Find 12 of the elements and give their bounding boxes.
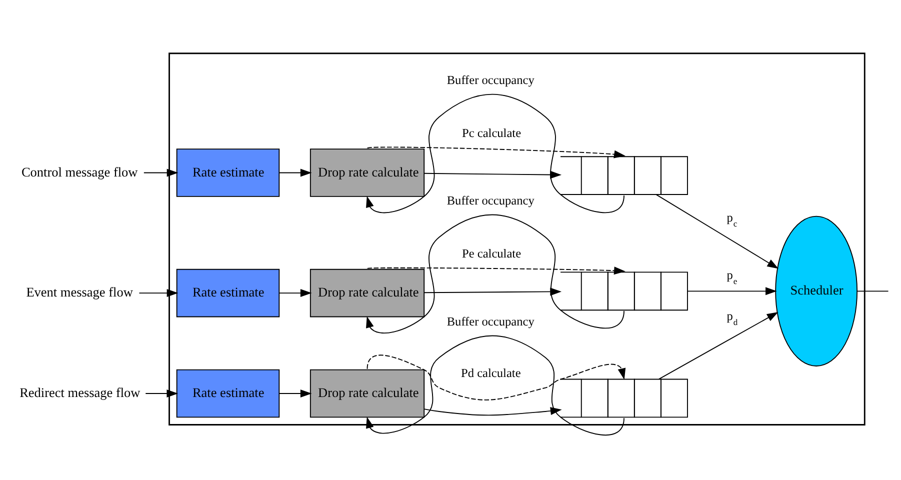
edge-label: Pc calculate — [462, 126, 522, 140]
edge-label: Pd calculate — [461, 365, 521, 380]
edge-label: p$_{e}$ — [726, 268, 738, 286]
edge-label: p$_{c}$ — [726, 210, 738, 228]
node-text: Event message flow — [26, 284, 133, 300]
edge-label: Pe calculate — [462, 246, 522, 260]
edge-label: p$_{d}$ — [726, 308, 738, 326]
edge-label: Buffer occupancy — [446, 72, 534, 87]
node-text: Redirect message flow — [20, 384, 140, 400]
node-text: Control message flow — [21, 164, 138, 179]
edge-label: Buffer occupancy — [446, 192, 534, 207]
edge-label: Buffer occupancy — [446, 314, 534, 328]
